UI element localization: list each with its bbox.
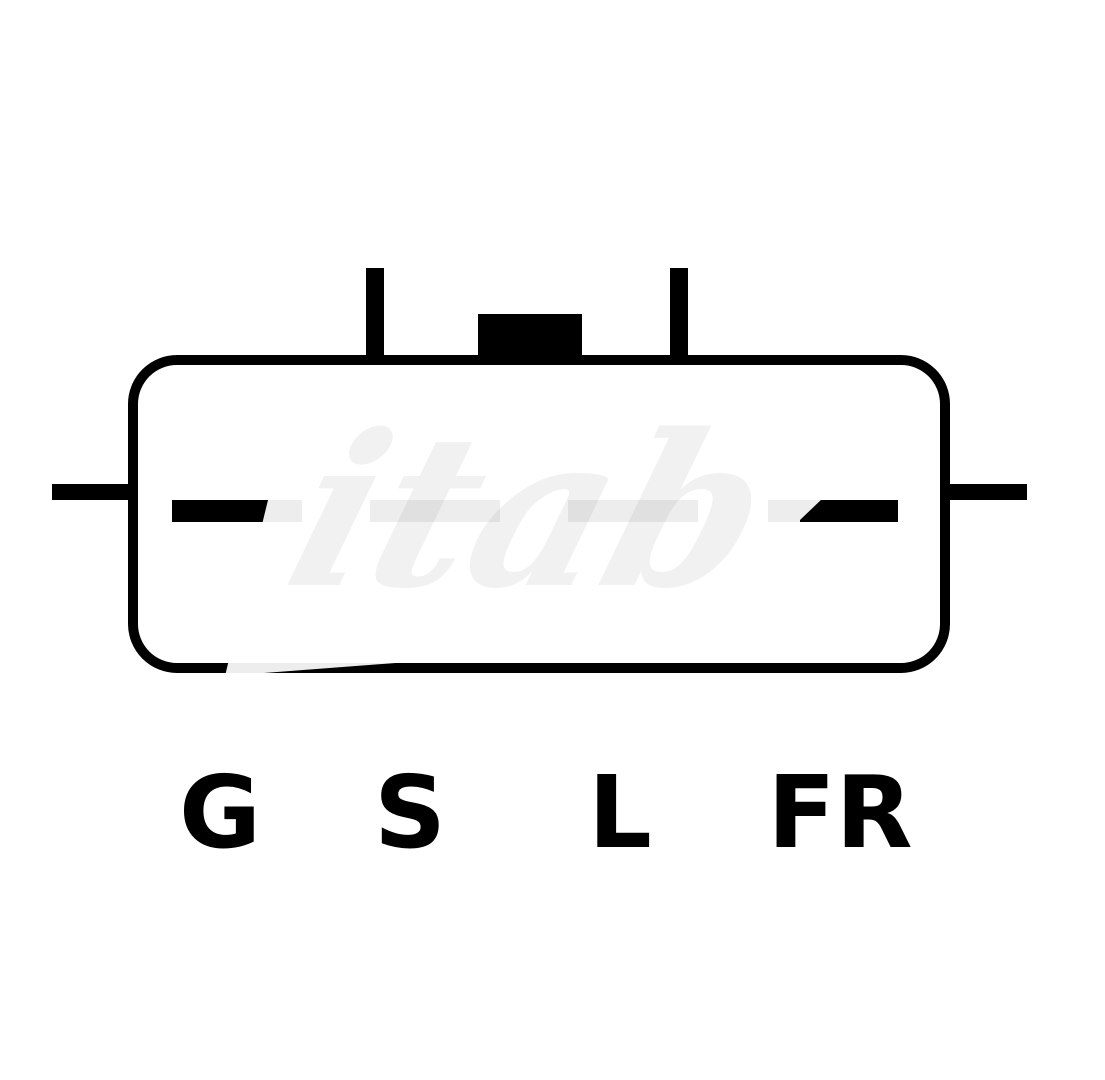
pin-label-l: L [588,754,652,871]
right-side-stub [945,484,1027,500]
watermark-logo: itab [225,388,915,676]
right-top-tab [670,268,688,362]
pin-label-g: G [178,754,262,871]
left-top-tab [366,268,384,362]
svg-text:itab: itab [266,388,796,635]
pin-label-s: S [373,754,447,871]
left-side-stub [52,484,134,500]
pin-label-fr: FR [767,754,913,871]
